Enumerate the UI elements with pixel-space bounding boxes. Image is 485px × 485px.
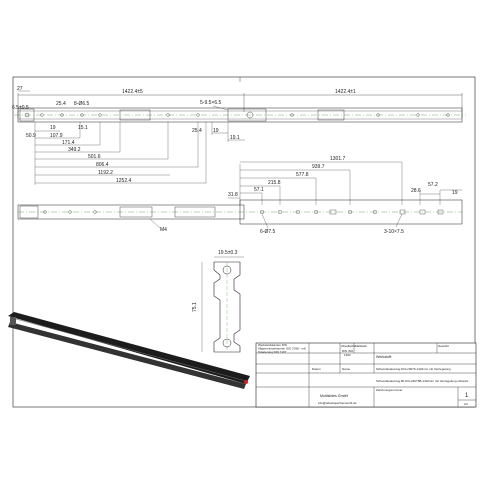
general-tolerance-3: Tolerierung DIN 7167 [258, 350, 287, 354]
dim-15-1: 15.1 [78, 125, 88, 131]
dim-slot: 6.5±0.5 [12, 105, 29, 111]
dim-107-9: 107.9 [50, 133, 63, 139]
bottom-view: 1301.7 939.7 577.8 215.8 57.1 31.8 28.6 … [17, 156, 463, 235]
dim-28-6: 28.6 [411, 188, 421, 194]
top-holes [40, 113, 450, 117]
dim-hole-diameter: 8-Ø6.5 [74, 101, 90, 107]
dim-171-4: 171.4 [62, 140, 75, 146]
general-tolerance-1: Werkstückkanten DIN [258, 343, 287, 347]
dim-1252-4: 1252.4 [116, 178, 132, 184]
dim-19: 19 [50, 125, 56, 131]
dim-1192-2: 1192.2 [98, 170, 113, 176]
dim-holes-left: 6-Ø7.5 [260, 229, 276, 235]
dim-hole-spacing-a: 25.4 [56, 101, 66, 107]
dim-holes-right: 3-10×7.5 [384, 229, 404, 235]
dim-section-width: 19.5±0.3 [218, 250, 238, 256]
sheet-format: A3 [464, 402, 468, 406]
scale-label: Maßstab [355, 344, 367, 348]
dim-25-4-b: 25.4 [192, 128, 202, 134]
dim-806-4: 806.4 [96, 162, 109, 168]
surface-label: Oberfläche [341, 344, 356, 348]
top-view: 1422.4±5 1422.4±1 27 6.5±0.5 25.4 8-Ø6.5… [12, 86, 466, 185]
dim-939-7: 939.7 [312, 164, 325, 170]
dim-31-8: 31.8 [228, 192, 238, 198]
dim-19-1: 19.1 [230, 135, 240, 141]
dim-57-1: 57.1 [254, 187, 264, 193]
dim-577-8: 577.8 [296, 172, 309, 178]
drawing-number-label: Zeichnungsnummer [376, 388, 403, 392]
dim-19-b: 19 [213, 128, 219, 134]
dim-total-right: 1422.4±1 [335, 89, 356, 95]
surface-value-1: DIN ISO [342, 349, 354, 353]
release-lever-marker [244, 380, 248, 384]
dim-501-6: 501.6 [88, 154, 101, 160]
company-name: Multislides GmbH [320, 394, 349, 398]
dim-total-left: 1422.4±5 [122, 89, 143, 95]
dim-349-2: 349.2 [68, 147, 81, 153]
rail-product-image [8, 312, 250, 389]
name-label: Name [342, 367, 350, 371]
description-line-2: Schwerlastauszug BLOCL23076B-1422mm mit … [376, 379, 469, 383]
surface-value-2: 1302 [344, 353, 351, 357]
description-line-1: Schwerlastauszug DCL23076-1422mm mit Ver… [376, 367, 451, 371]
dim-57-2: 57.2 [428, 182, 438, 188]
date-label: Datum [312, 367, 321, 371]
sheet-number: 1 [465, 393, 469, 399]
dim-slot-holes: 5-9.5×6.5 [200, 100, 221, 106]
dim-1301-7: 1301.7 [330, 156, 346, 162]
dim-50-9: 50.9 [26, 133, 36, 139]
general-tolerance-2: Allgemeintoleranzen ISO 2768 - mK [258, 347, 306, 351]
company-email: info@teleskopschienen24.de [318, 401, 357, 405]
dim-section-height: 75.1 [192, 302, 198, 312]
material-label: Werkstoff: [376, 355, 392, 359]
dim-thread-m4: M4 [160, 227, 167, 233]
section-view: 19.5±0.3 75.1 [192, 250, 244, 353]
title-block: Werkstückkanten DIN Allgemeintoleranzen … [255, 342, 477, 408]
dim-offset-top: 27 [17, 86, 23, 92]
dim-19-c: 19 [452, 190, 458, 196]
drawing-frame [12, 76, 476, 408]
dim-215-8: 215.8 [268, 180, 281, 186]
weight-label: Gewicht [438, 344, 449, 348]
section-profile [213, 261, 241, 353]
